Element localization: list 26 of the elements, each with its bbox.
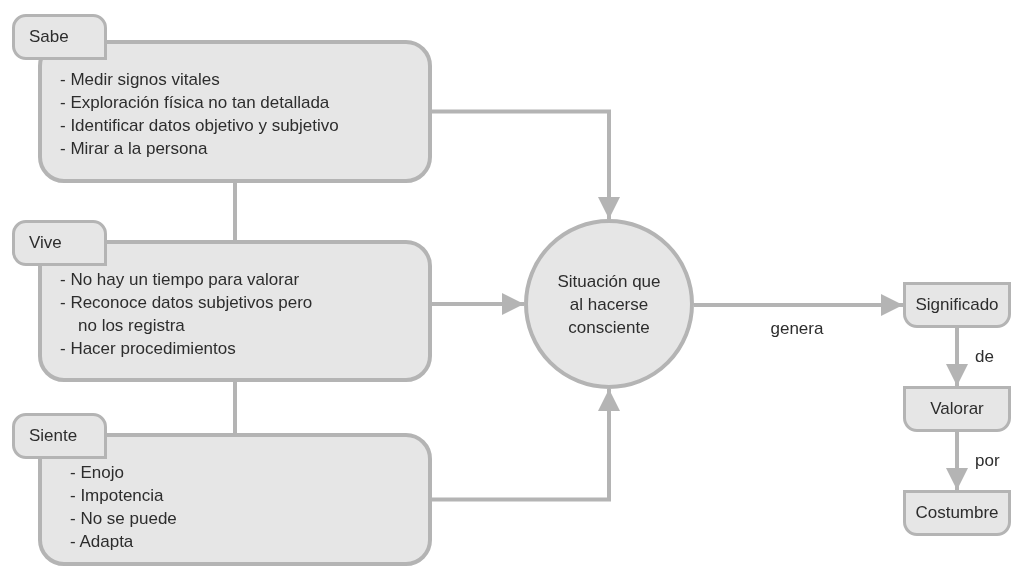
- section-tab: Vive: [12, 220, 107, 266]
- connector-line: [233, 382, 237, 433]
- section-tab: Sabe: [12, 14, 107, 60]
- connector-line: [233, 183, 237, 240]
- concept-box: Costumbre: [903, 490, 1011, 536]
- list-item: - Hacer procedimientos: [60, 338, 237, 360]
- list-item: - Reconoce datos subjetivos pero no los registra: [60, 292, 314, 337]
- arrow: [432, 293, 524, 315]
- list-item: - Enojo: [70, 462, 125, 484]
- list-item: - No hay un tiempo para valorar: [60, 269, 301, 291]
- arrow: [432, 389, 620, 502]
- arrow: [694, 294, 903, 316]
- list-item: - Medir signos vitales: [60, 69, 221, 91]
- list-item: - Exploración física no tan detallada: [60, 92, 331, 114]
- arrow: [946, 432, 968, 490]
- arrow: [432, 109, 620, 219]
- list-item: - Adapta: [70, 531, 135, 553]
- list-item: - No se puede: [70, 508, 178, 530]
- list-item: - Impotencia: [70, 485, 165, 507]
- list-item: - Mirar a la persona: [60, 138, 209, 160]
- list-item: - Identificar datos objetivo y subjetivo: [60, 115, 340, 137]
- section-tab: Siente: [12, 413, 107, 459]
- concept-box: Valorar: [903, 386, 1011, 432]
- concept-box: Significado: [903, 282, 1011, 328]
- circle-text: Situación que al hacerse consciente: [556, 270, 662, 339]
- arrow: [946, 328, 968, 386]
